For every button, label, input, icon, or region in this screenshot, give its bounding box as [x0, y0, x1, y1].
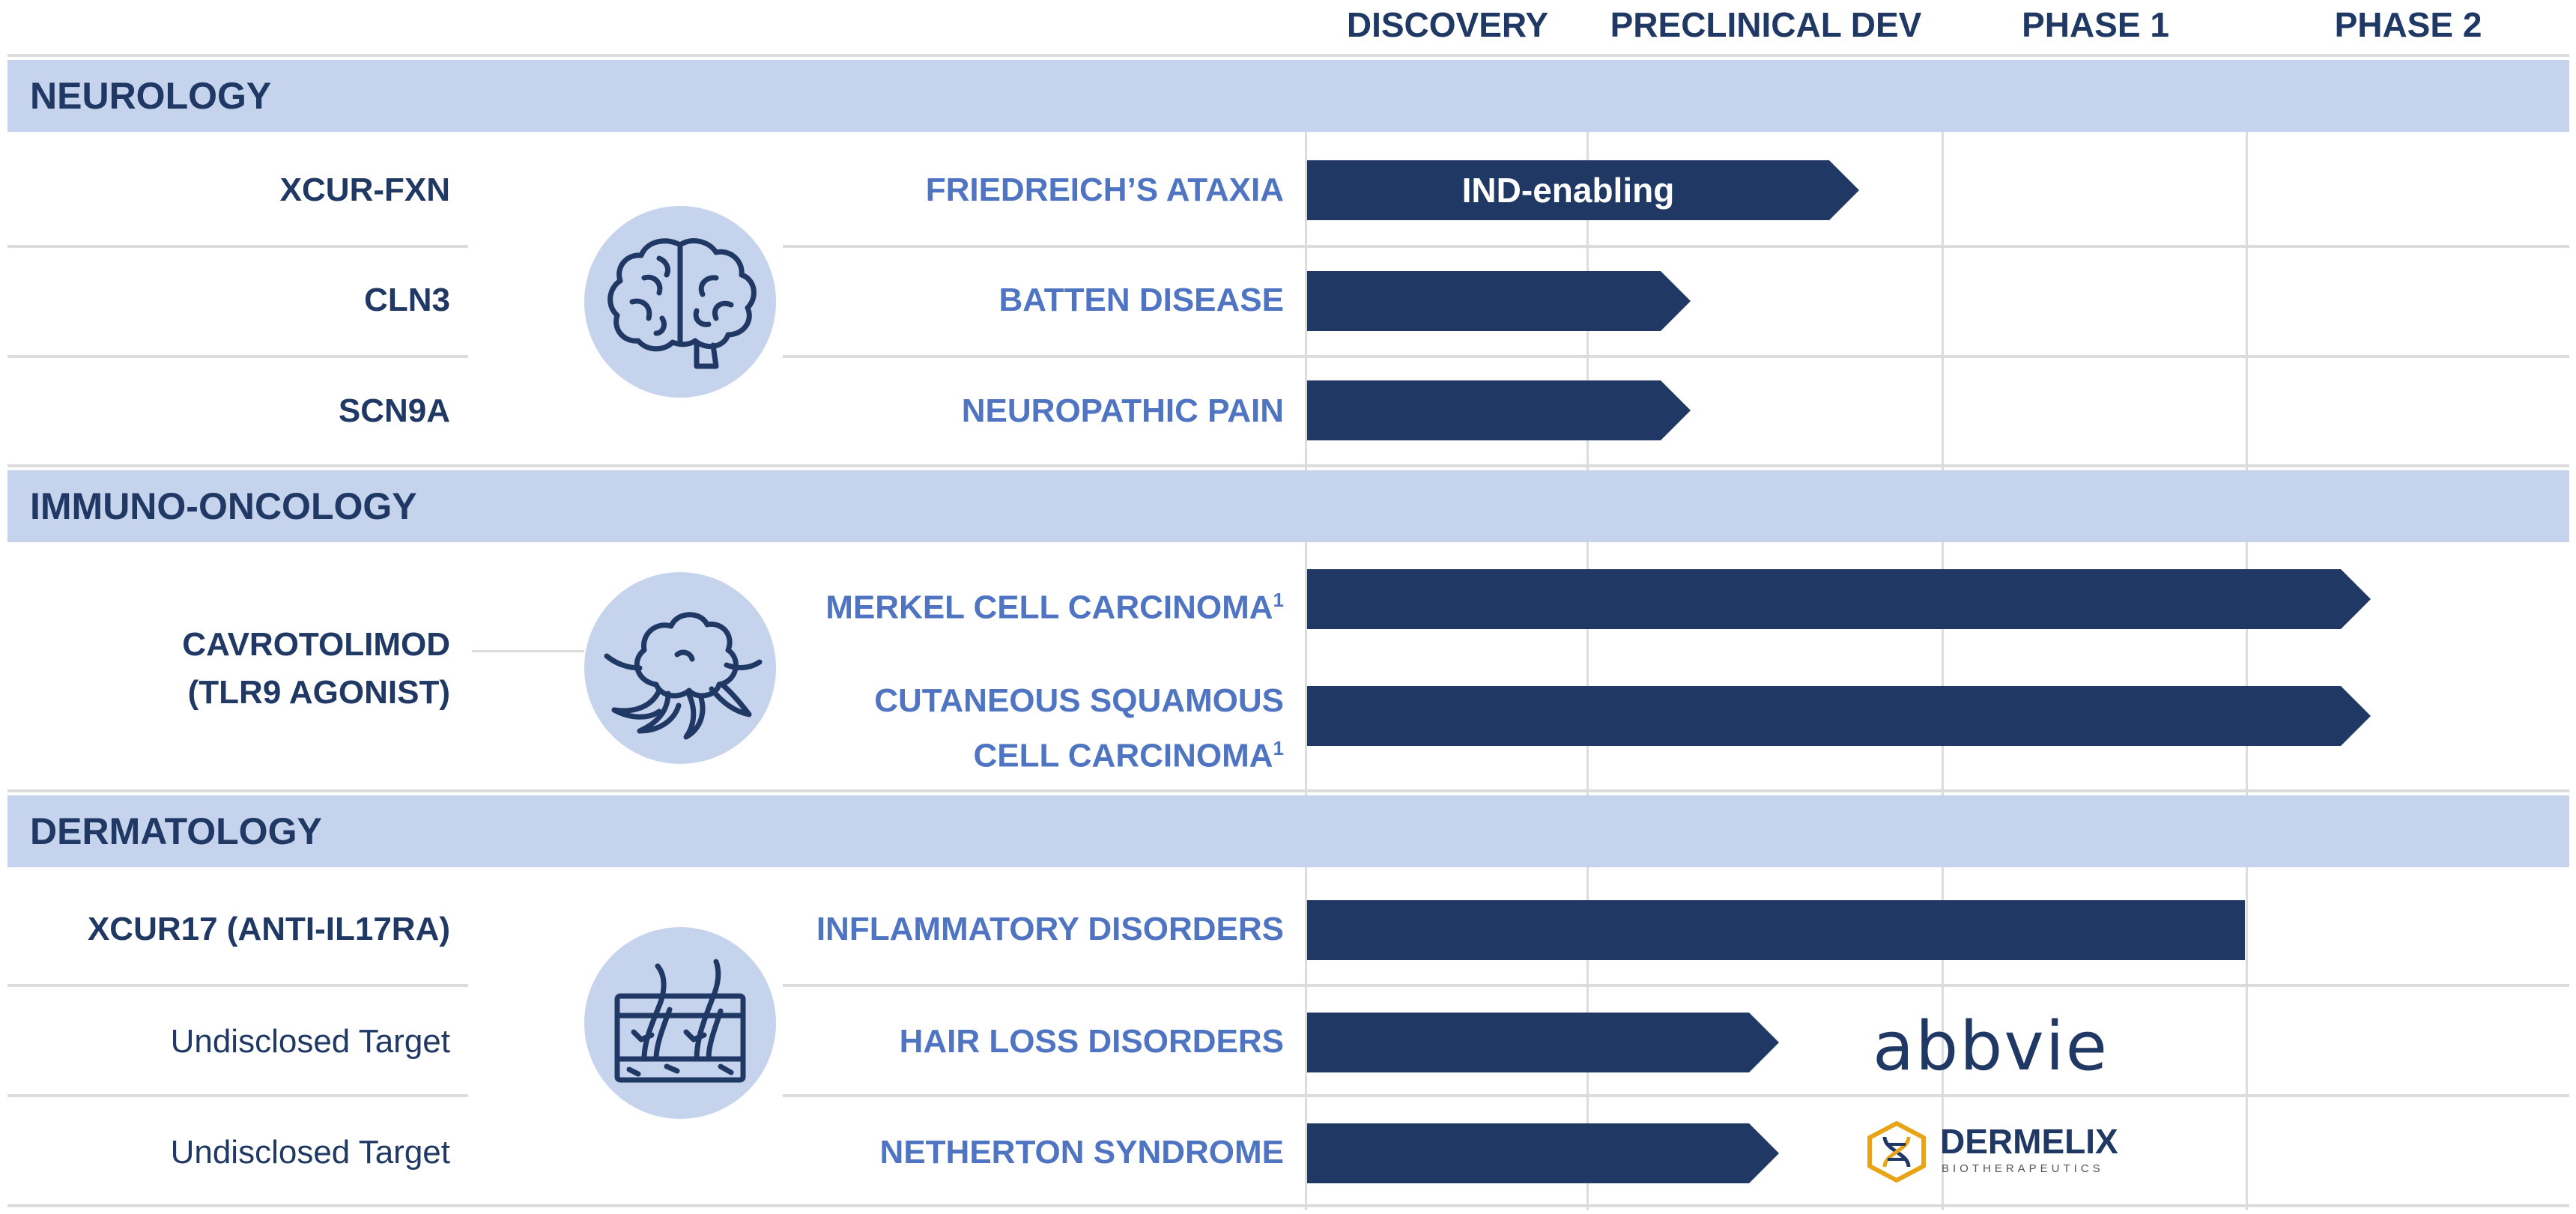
phase-header-phase-1: PHASE 1: [2022, 5, 2169, 44]
progress-bar: [1307, 380, 1691, 440]
grid-line-preclinical-start: [1586, 132, 1589, 1210]
bar-label: IND-enabling: [1461, 171, 1675, 210]
program-connector: [472, 650, 584, 652]
category-band-immuno-oncology: IMMUNO-ONCOLOGY: [7, 470, 2569, 542]
row-divider: [7, 984, 468, 987]
grid-line-phase2-start: [2246, 132, 2248, 1210]
partner-logo-dermelix-subtitle: BIOTHERAPEUTICS: [1942, 1162, 2104, 1175]
row-divider: [7, 464, 2569, 467]
header-divider: [7, 54, 2569, 57]
footnote-marker: 1: [1273, 589, 1284, 611]
dermelix-logo-icon: [1865, 1120, 1928, 1183]
indication-label: CUTANEOUS SQUAMOUS: [874, 682, 1284, 719]
indication-text: CELL CARCINOMA: [973, 737, 1273, 774]
program-name: Undisclosed Target: [170, 1023, 450, 1060]
category-label: IMMUNO-ONCOLOGY: [30, 485, 417, 527]
phase-header-phase-2: PHASE 2: [2334, 5, 2482, 44]
program-name: CAVROTOLIMOD: [182, 626, 450, 663]
indication-label: MERKEL CELL CARCINOMA1: [825, 577, 1284, 631]
category-label: NEUROLOGY: [30, 75, 272, 117]
row-divider: [783, 984, 2569, 987]
indication-label: HAIR LOSS DISORDERS: [899, 1023, 1284, 1060]
indication-label: FRIEDREICH’S ATAXIA: [925, 172, 1284, 208]
indication-label: BATTEN DISEASE: [998, 282, 1284, 318]
indication-text: MERKEL CELL CARCINOMA: [825, 589, 1273, 626]
program-name: XCUR17 (ANTI-IL17RA): [87, 911, 450, 947]
progress-bar: [1307, 686, 2371, 746]
program-name: CLN3: [364, 282, 450, 318]
progress-bar: [1307, 569, 2371, 629]
progress-bar: [1307, 1013, 1779, 1072]
progress-bar: [1307, 271, 1691, 331]
grid-line-discovery-start: [1305, 132, 1307, 1210]
category-label: DERMATOLOGY: [30, 810, 322, 852]
row-divider: [7, 355, 468, 358]
progress-bar: IND-enabling: [1307, 160, 1859, 220]
indication-label: INFLAMMATORY DISORDERS: [816, 911, 1284, 947]
row-divider: [7, 245, 468, 248]
program-name: XCUR-FXN: [279, 172, 450, 208]
row-divider: [783, 1094, 2569, 1097]
row-divider: [7, 789, 2569, 792]
tumor-icon: [584, 572, 776, 764]
grid-line-phase1-start: [1942, 132, 1944, 1210]
partner-logo-dermelix: DERMELIX: [1940, 1122, 2118, 1161]
phase-header-discovery: DISCOVERY: [1346, 5, 1549, 44]
indication-label: NEUROPATHIC PAIN: [961, 392, 1284, 429]
indication-label: CELL CARCINOMA1: [973, 725, 1284, 780]
brain-icon: [584, 206, 776, 398]
row-divider: [783, 355, 2569, 358]
footer-divider: [7, 1204, 2569, 1207]
category-band-neurology: NEUROLOGY: [7, 60, 2569, 132]
program-name: SCN9A: [338, 392, 450, 429]
footnote-marker: 1: [1273, 737, 1284, 759]
phase-header-preclinical: PRECLINICAL DEV: [1610, 5, 1922, 44]
category-band-dermatology: DERMATOLOGY: [7, 795, 2569, 867]
program-name: Undisclosed Target: [170, 1134, 450, 1171]
progress-bar: [1307, 900, 2245, 960]
progress-bar: [1307, 1123, 1779, 1183]
partner-logo-abbvie: abbvie: [1873, 1007, 2109, 1086]
row-divider: [783, 245, 2569, 248]
hair-follicle-icon: [584, 927, 776, 1119]
indication-label: NETHERTON SYNDROME: [879, 1134, 1284, 1171]
program-name: (TLR9 AGONIST): [187, 674, 450, 711]
row-divider: [7, 1094, 468, 1097]
